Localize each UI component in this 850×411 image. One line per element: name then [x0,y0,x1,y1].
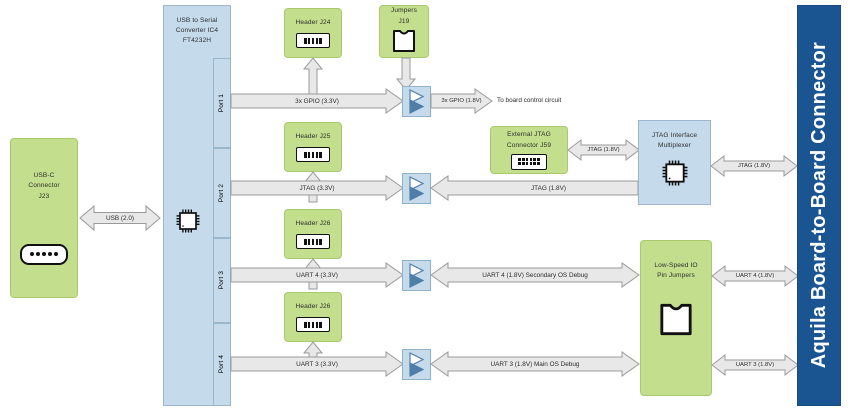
header-j26-label: Header J26 [295,219,331,227]
header-j26-bottom-block[interactable]: Header J26 [284,292,342,342]
uart4-1v8-board-arrow: UART 4 (1.8V) [711,264,799,288]
uart3-1v8-arrow: UART 3 (1.8V) Main OS Debug [430,351,640,377]
level-shifter-jtag[interactable] [402,173,431,204]
pin-header-icon [296,234,330,250]
jtag-1v8-mid-arrow: JTAG (1.8V) [430,175,639,201]
port-3-label: Port 3 [217,271,225,290]
ic-chip-icon [662,160,688,191]
jtag-1v8-board-arrow: JTAG (1.8V) [710,154,798,178]
jumpers-j19-block[interactable]: Jumpers J19 [379,5,429,58]
port-1-block[interactable]: Port 1 [213,58,231,148]
header-j24-label: Header J24 [295,18,331,26]
port-2-label: Port 2 [217,183,225,203]
pin-header-icon [296,33,330,49]
jtag-interface-multiplexer-block[interactable]: JTAG Interface Multiplexer [638,120,711,205]
jtag-interface-multiplexer-label: JTAG Interface Multiplexer [651,132,698,150]
aquila-board-to-board-connector-label: Aquila Board-to-Board Connector [807,42,830,369]
uart4-3v3-arrow: UART 4 (3.3V) [230,262,404,288]
ic-chip-icon [176,209,200,233]
usb-2-0-arrow: USB (2.0) [79,204,161,232]
header-j25-label: Header J25 [295,132,331,140]
jtag-3v3-arrow: JTAG (3.3V) [230,175,404,201]
uart3-3v3-arrow: UART 3 (3.3V) [230,351,404,377]
external-jtag-connector-label: External JTAG Connector J59 [506,131,552,149]
header-j25-block[interactable]: Header J25 [284,122,342,172]
usb-to-serial-converter-label: USB to Serial Converter IC4 FT4232H [175,17,219,45]
header-j26-block[interactable]: Header J26 [284,209,342,259]
port-4-block[interactable]: Port 4 [213,323,231,406]
jumper-icon [659,303,693,341]
uart4-1v8-arrow: UART 4 (1.8V) Secondary OS Debug [430,262,640,288]
jumpers-j19-label: Jumpers J19 [391,7,417,25]
usb-c-connector-label: USB-C Connector J23 [28,172,60,200]
usb-c-connector-icon [20,243,68,265]
port-3-block[interactable]: Port 3 [213,238,231,323]
idc-connector-icon [511,153,547,170]
pin-header-icon [296,317,330,333]
uart3-1v8-board-arrow: UART 3 (1.8V) [711,353,799,377]
port-2-block[interactable]: Port 2 [213,148,231,238]
external-jtag-connector-block[interactable]: External JTAG Connector J59 [490,126,568,174]
aquila-board-to-board-connector-block[interactable]: Aquila Board-to-Board Connector [797,5,841,406]
jumper-icon [392,29,416,57]
board-control-circuit-label: To board control circuit [497,97,562,104]
port-1-label: Port 1 [217,93,225,113]
level-shifter-gpio[interactable] [402,86,431,117]
jumpers-j19-down-arrow [395,57,417,91]
low-speed-io-pin-jumpers-block[interactable]: Low-Speed IO Pin Jumpers [640,240,712,396]
port-4-label: Port 4 [217,355,225,374]
usb-c-connector-block[interactable]: USB-C Connector J23 [10,138,78,298]
gpio-3v3-arrow: 3x GPIO (3.3V) [230,88,404,114]
gpio-1v8-arrow: 3x GPIO (1.8V) [430,88,493,114]
header-j26-bottom-label: Header J26 [295,302,331,310]
level-shifter-uart4[interactable] [402,260,431,291]
level-shifter-uart3[interactable] [402,349,431,380]
jtag-1v8-external-arrow: JTAG (1.8V) [567,138,640,162]
low-speed-io-pin-jumpers-label: Low-Speed IO Pin Jumpers [654,262,698,280]
header-j24-block[interactable]: Header J24 [284,8,342,58]
pin-header-icon [296,147,330,163]
